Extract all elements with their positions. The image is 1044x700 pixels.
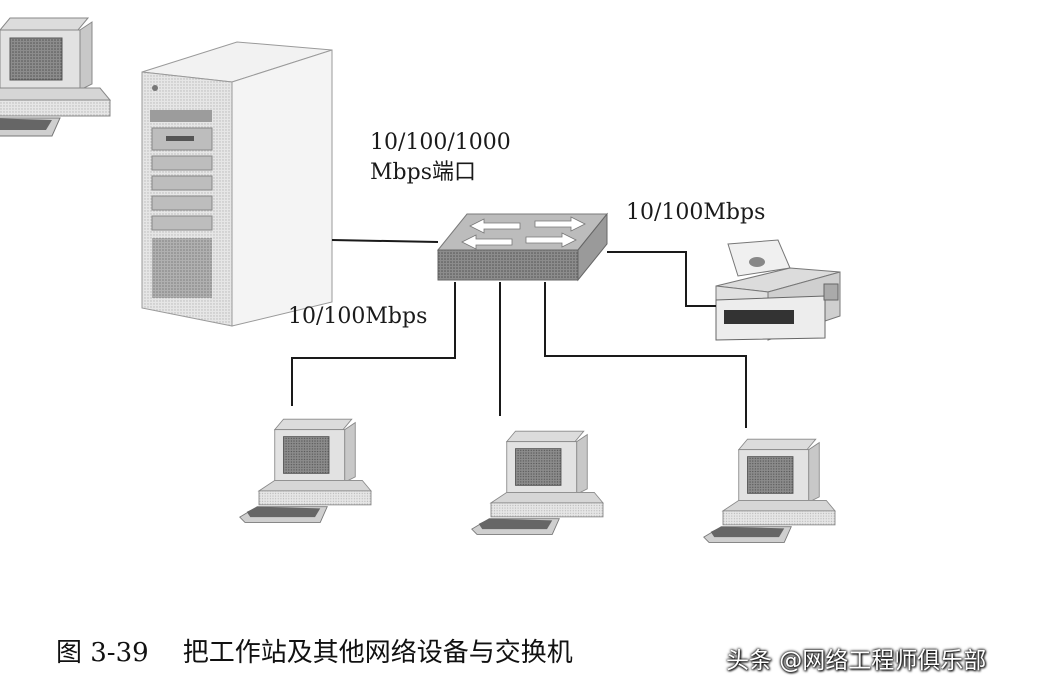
cable-switch-printer xyxy=(607,251,716,307)
network-diagram xyxy=(0,17,841,428)
cable-lines xyxy=(291,239,747,428)
figure-caption: 图 3-39 把工作站及其他网络设备与交换机 xyxy=(56,632,573,669)
network-switch xyxy=(436,212,609,282)
cable-switch-ws1 xyxy=(291,282,456,406)
workstation-1 xyxy=(239,418,372,523)
workstation-port-label: 10/100Mbps xyxy=(288,304,428,329)
figure-caption-text: 把工作站及其他网络设备与交换机 xyxy=(182,638,573,668)
switch-arrows-icon xyxy=(461,216,586,250)
server-port-label: 10/100/1000 Mbps端口 xyxy=(370,128,511,188)
cable-server-switch xyxy=(331,239,439,243)
figure-number: 图 3-39 xyxy=(56,638,149,668)
workstation-2 xyxy=(471,430,604,535)
printer-port-label: 10/100Mbps xyxy=(626,200,766,225)
server-port-label-line2: Mbps端口 xyxy=(370,160,476,185)
server-port-label-line1: 10/100/1000 xyxy=(370,130,511,155)
workstation-3 xyxy=(703,438,836,543)
printer xyxy=(715,239,841,341)
watermark: 头条 @网络工程师俱乐部 xyxy=(726,648,987,674)
server-tower xyxy=(141,41,333,327)
cable-switch-ws3 xyxy=(544,282,747,428)
